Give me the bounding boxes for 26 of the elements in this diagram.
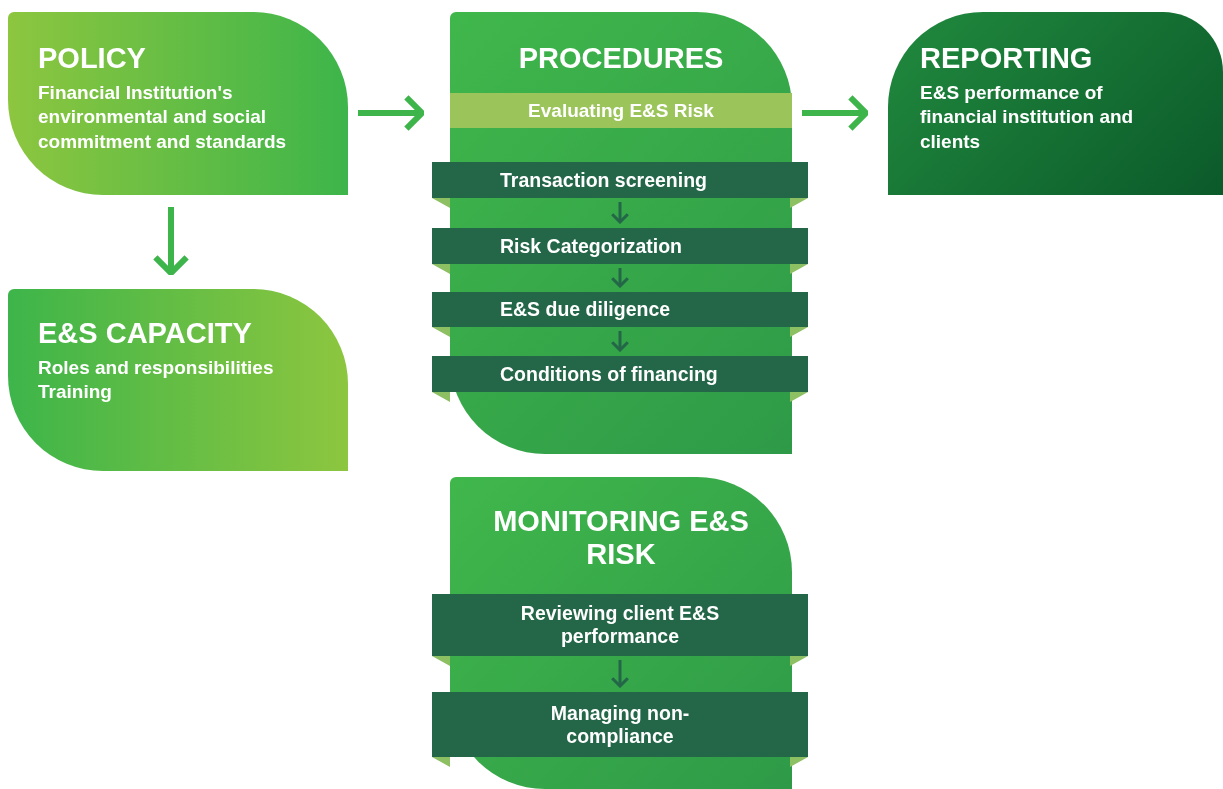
card-title: PROCEDURES xyxy=(517,42,725,76)
reporting-card xyxy=(888,12,1223,195)
card-title: REPORTING xyxy=(920,42,1094,76)
card-title: MONITORING E&S RISK xyxy=(492,505,750,572)
card-title: E&S CAPACITY xyxy=(38,317,253,351)
capacity-card xyxy=(8,289,348,471)
step-ribbon: Transaction screening xyxy=(432,162,808,198)
step-ribbon: Risk Categorization xyxy=(432,228,808,264)
arrow xyxy=(152,207,190,276)
arrow xyxy=(358,94,425,132)
step-ribbon: Managing non- compliance xyxy=(432,692,808,757)
step-ribbon: Reviewing client E&S performance xyxy=(432,594,808,656)
arrow xyxy=(610,268,630,288)
card-text: Roles and responsibilities xyxy=(38,356,275,381)
card-text: Training xyxy=(38,380,113,405)
arrow xyxy=(610,331,630,352)
policy-card xyxy=(8,12,348,195)
card-text: E&S performance of financial institution and clients xyxy=(920,81,1135,154)
step-band: Evaluating E&S Risk xyxy=(450,93,792,128)
step-ribbon: E&S due diligence xyxy=(432,292,808,327)
step-ribbon: Conditions of financing xyxy=(432,356,808,392)
arrow xyxy=(802,94,869,132)
card-title: POLICY xyxy=(38,42,147,76)
arrow xyxy=(610,660,630,688)
arrow xyxy=(610,202,630,224)
card-text: Financial Institution's environmental and social commitment and standards xyxy=(38,81,288,154)
